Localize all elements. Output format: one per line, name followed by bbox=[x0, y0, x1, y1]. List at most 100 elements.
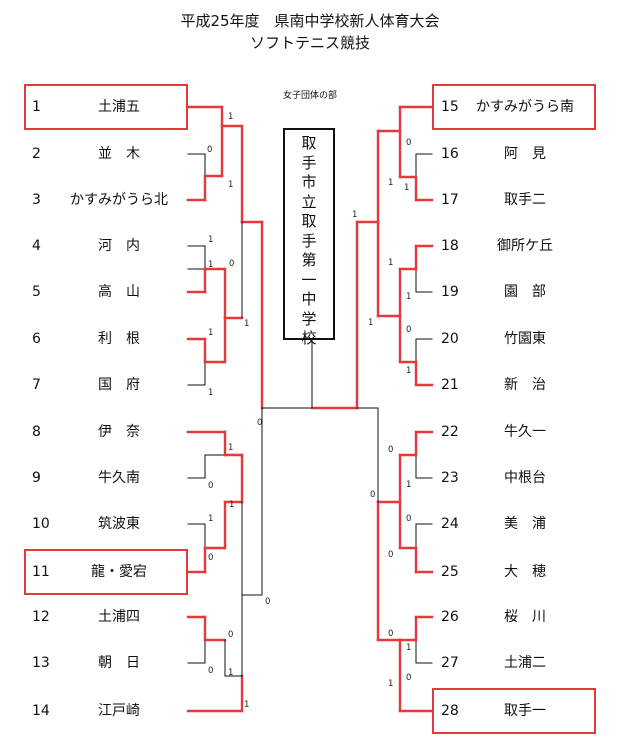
team-name: 国 府 bbox=[98, 377, 140, 393]
match-score: 0 bbox=[406, 325, 411, 335]
team-name: かすみがうら南 bbox=[476, 99, 574, 115]
team-seed: 10 bbox=[32, 516, 50, 532]
team-name: 江戸崎 bbox=[98, 703, 140, 719]
team-name: 中根台 bbox=[504, 470, 546, 486]
match-score: 1 bbox=[352, 210, 357, 220]
team-row-19: 19 園 部 bbox=[0, 282, 620, 302]
team-seed: 16 bbox=[441, 146, 459, 162]
match-score: 1 bbox=[208, 328, 213, 338]
match-score: 0 bbox=[406, 138, 411, 148]
team-name: 御所ケ丘 bbox=[497, 238, 553, 254]
match-score: 0 bbox=[265, 597, 270, 607]
match-score: 1 bbox=[388, 178, 393, 188]
team-seed: 12 bbox=[32, 609, 50, 625]
team-row-28: 28 取手一 bbox=[0, 701, 620, 721]
match-score: 0 bbox=[228, 630, 233, 640]
match-score: 1 bbox=[228, 112, 233, 122]
match-score: 1 bbox=[208, 514, 213, 524]
event-subtitle: ソフトテニス競技 bbox=[249, 34, 370, 52]
team-seed: 24 bbox=[441, 516, 459, 532]
match-score: 0 bbox=[388, 629, 393, 639]
team-seed: 1 bbox=[32, 99, 41, 115]
team-seed: 6 bbox=[32, 331, 41, 347]
team-name: かすみがうら北 bbox=[70, 192, 168, 208]
match-score: 1 bbox=[208, 388, 213, 398]
team-seed: 5 bbox=[32, 284, 41, 300]
team-row-6: 6 利 根 bbox=[0, 329, 620, 349]
team-seed: 25 bbox=[441, 564, 459, 580]
team-row-4: 4 河 内 bbox=[0, 236, 620, 256]
champion-box: 取 手 市 立 取 手 第 一 中 学 校 bbox=[283, 128, 335, 347]
match-score: 0 bbox=[229, 259, 234, 269]
match-score: 0 bbox=[207, 145, 212, 155]
match-score: 0 bbox=[388, 550, 393, 560]
team-seed: 19 bbox=[441, 284, 459, 300]
team-row-26: 26 桜 川 bbox=[0, 607, 620, 627]
team-seed: 27 bbox=[441, 655, 459, 671]
match-score: 1 bbox=[208, 235, 213, 245]
team-name: 土浦四 bbox=[98, 609, 140, 625]
team-row-17: 17 取手二 bbox=[0, 190, 620, 210]
team-seed: 4 bbox=[32, 238, 41, 254]
match-score: 0 bbox=[257, 418, 262, 428]
match-score: 1 bbox=[406, 366, 411, 376]
team-name: 並 木 bbox=[98, 146, 140, 162]
team-name: 朝 日 bbox=[98, 655, 140, 671]
team-seed: 21 bbox=[441, 377, 459, 393]
match-score: 1 bbox=[388, 679, 393, 689]
team-seed: 7 bbox=[32, 377, 41, 393]
team-seed: 11 bbox=[32, 564, 50, 580]
team-name: 牛久南 bbox=[98, 470, 140, 486]
team-name: 取手二 bbox=[504, 192, 546, 208]
team-name: 土浦二 bbox=[504, 655, 546, 671]
team-seed: 15 bbox=[441, 99, 459, 115]
match-score: 1 bbox=[244, 319, 249, 329]
team-seed: 2 bbox=[32, 146, 41, 162]
match-score: 1 bbox=[229, 500, 234, 510]
team-seed: 20 bbox=[441, 331, 459, 347]
team-name: 竹園東 bbox=[504, 331, 546, 347]
team-name: 河 内 bbox=[98, 238, 140, 254]
team-row-21: 21 新 治 bbox=[0, 375, 620, 395]
team-name: 牛久一 bbox=[504, 424, 546, 440]
team-name: 桜 川 bbox=[504, 609, 546, 625]
match-score: 0 bbox=[388, 445, 393, 455]
match-score: 0 bbox=[208, 553, 213, 563]
team-row-20: 20 竹園東 bbox=[0, 329, 620, 349]
match-score: 1 bbox=[404, 183, 409, 193]
team-seed: 17 bbox=[441, 192, 459, 208]
match-score: 1 bbox=[406, 480, 411, 490]
team-name: 伊 奈 bbox=[98, 424, 140, 440]
team-name: 取手一 bbox=[504, 703, 546, 719]
team-row-18: 18 御所ケ丘 bbox=[0, 236, 620, 256]
match-score: 1 bbox=[208, 260, 213, 270]
team-name: 利 根 bbox=[98, 331, 140, 347]
team-seed: 28 bbox=[441, 703, 459, 719]
match-score: 0 bbox=[406, 514, 411, 524]
team-name: 園 部 bbox=[504, 284, 546, 300]
team-seed: 18 bbox=[441, 238, 459, 254]
team-seed: 26 bbox=[441, 609, 459, 625]
match-score: 1 bbox=[406, 643, 411, 653]
match-score: 1 bbox=[228, 443, 233, 453]
team-row-2: 2 並 木 bbox=[0, 144, 620, 164]
match-score: 1 bbox=[388, 258, 393, 268]
match-score: 0 bbox=[406, 673, 411, 683]
team-seed: 14 bbox=[32, 703, 50, 719]
match-score: 0 bbox=[208, 666, 213, 676]
team-name: 新 治 bbox=[504, 377, 546, 393]
match-score: 1 bbox=[406, 292, 411, 302]
team-row-14: 14 江戸崎 bbox=[0, 701, 620, 721]
